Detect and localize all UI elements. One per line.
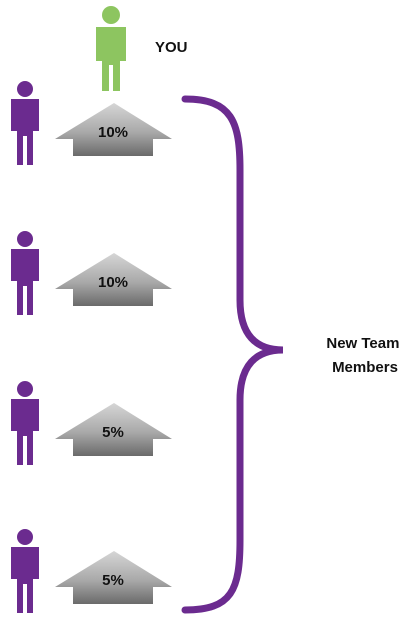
you-person-icon (96, 6, 126, 91)
up-arrow-icon (55, 103, 172, 156)
percent-label: 5% (102, 572, 124, 589)
member-row: 5% (11, 381, 172, 465)
percent-label: 5% (102, 424, 124, 441)
new-team-members: 10% 10% 5% 5% (11, 81, 172, 613)
person-icon (11, 381, 39, 465)
person-icon (96, 6, 126, 91)
person-icon (11, 81, 39, 165)
group-label: New Team Members (326, 335, 403, 376)
member-row: 10% (11, 231, 172, 315)
percent-label: 10% (98, 274, 128, 291)
up-arrow-icon (55, 253, 172, 306)
up-arrow-icon (55, 403, 172, 456)
group-label-line-1: New Team (326, 335, 399, 352)
person-icon (11, 231, 39, 315)
percent-label: 10% (98, 124, 128, 141)
up-arrow-icon (55, 551, 172, 604)
person-icon (11, 529, 39, 613)
you-label: YOU (155, 39, 188, 56)
right-curly-brace (181, 95, 284, 614)
member-row: 5% (11, 529, 172, 613)
member-row: 10% (11, 81, 172, 165)
group-label-line-2: Members (332, 359, 398, 376)
